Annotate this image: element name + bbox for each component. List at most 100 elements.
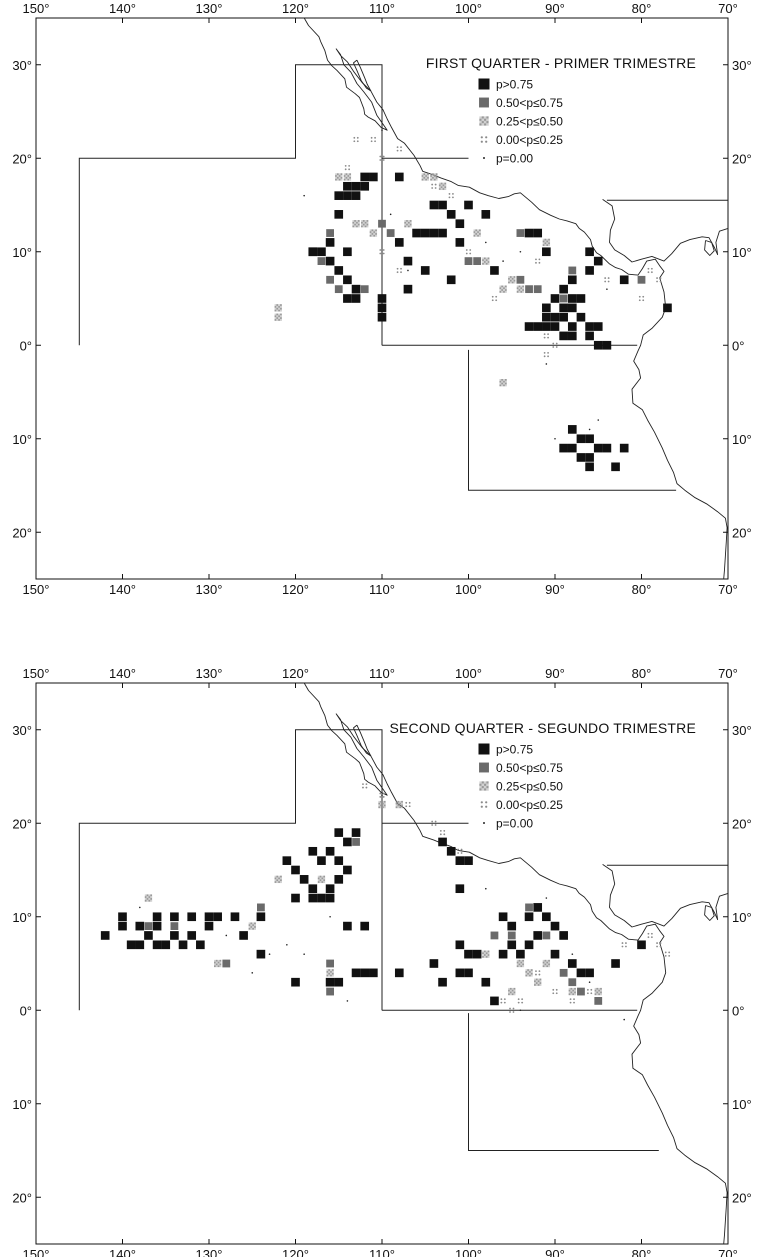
cell-m5075	[464, 257, 473, 265]
cell-gt075	[585, 247, 594, 257]
cell-gt075	[567, 425, 577, 434]
cell-m0025	[396, 146, 402, 152]
cell-eq0	[588, 981, 591, 983]
cell-eq0	[519, 1009, 522, 1012]
cell-eq0	[389, 213, 392, 216]
cell-m2550	[499, 285, 507, 293]
cell-gt075	[170, 912, 179, 922]
cell-gt075	[334, 856, 344, 865]
cell-eq0	[485, 887, 487, 890]
cell-gt075	[394, 238, 404, 247]
cell-gt075	[585, 266, 594, 275]
cell-gt075	[533, 322, 543, 331]
cell-gt075	[334, 977, 344, 987]
cell-gt075	[524, 912, 534, 922]
cell-gt075	[343, 275, 352, 285]
coastline-baja-inner	[353, 724, 372, 757]
map-title: FIRST QUARTER - PRIMER TRIMESTRE	[426, 55, 696, 71]
lat-label-right: 0°	[732, 338, 744, 353]
cell-m5075	[334, 285, 343, 294]
legend-symbol-m5075	[479, 97, 489, 108]
lon-label-top: 150°	[23, 666, 50, 681]
cell-m5075	[326, 275, 334, 284]
lon-label-top: 140°	[109, 666, 136, 681]
cell-gt075	[550, 312, 560, 322]
cell-eq0	[597, 419, 600, 421]
cell-gt075	[213, 912, 222, 922]
cell-gt075	[343, 921, 352, 931]
lon-label-bottom: 100°	[455, 582, 482, 597]
cell-m0025	[517, 998, 524, 1004]
lon-label-top: 100°	[455, 1, 482, 16]
lat-label-right: 20°	[732, 525, 752, 540]
cell-gt075	[559, 284, 568, 294]
cell-gt075	[576, 312, 586, 322]
map-panel-1: 150°150°140°140°130°130°120°120°110°110°…	[12, 1, 751, 597]
cell-gt075	[559, 931, 568, 940]
cell-m2550	[499, 379, 507, 387]
cell-gt075	[542, 247, 551, 257]
cell-gt075	[135, 921, 145, 931]
cell-m0025	[465, 249, 472, 255]
legend-symbol-m2550	[479, 116, 489, 126]
cell-gt075	[490, 266, 499, 275]
cell-m2550	[274, 875, 282, 884]
cell-m2550	[352, 220, 360, 228]
cell-gt075	[343, 247, 352, 257]
cell-m0025	[379, 249, 385, 255]
cell-gt075	[542, 312, 551, 322]
cell-gt075	[602, 443, 612, 453]
cell-gt075	[593, 256, 603, 266]
cell-gt075	[438, 977, 447, 987]
lon-label-bottom: 80°	[632, 1247, 652, 1257]
cell-m5075	[378, 219, 386, 228]
cell-eq0	[519, 250, 522, 253]
cell-m2550	[438, 182, 447, 191]
cell-m5075	[637, 275, 646, 284]
cell-gt075	[351, 191, 361, 200]
cell-gt075	[360, 172, 370, 182]
cell-gt075	[152, 912, 162, 922]
cell-m0025	[535, 970, 541, 976]
cell-gt075	[576, 968, 586, 978]
cell-gt075	[343, 294, 352, 303]
cell-gt075	[464, 200, 473, 210]
cell-m0025	[586, 988, 593, 995]
cell-m0025	[647, 932, 653, 939]
lat-label-left: 30°	[12, 723, 32, 738]
cell-gt075	[369, 968, 378, 978]
cell-gt075	[317, 893, 326, 903]
cell-eq0	[606, 288, 608, 290]
cell-m2550	[542, 238, 551, 247]
cell-gt075	[204, 921, 214, 931]
cell-gt075	[239, 931, 248, 940]
cell-m5075	[533, 285, 542, 294]
cell-gt075	[533, 228, 543, 238]
cell-gt075	[567, 294, 577, 303]
legend-label-gt075: p>0.75	[496, 78, 533, 92]
cell-m0025	[543, 351, 549, 358]
cell-gt075	[256, 949, 266, 959]
cell-gt075	[377, 294, 387, 303]
cell-gt075	[377, 312, 387, 322]
cell-m2550	[594, 987, 602, 996]
cell-m0025	[362, 783, 368, 789]
lat-label-left: 20°	[12, 151, 32, 166]
lat-label-right: 0°	[732, 1003, 744, 1018]
legend-symbol-eq0	[483, 157, 485, 159]
cell-m0025	[396, 267, 402, 274]
cell-gt075	[472, 949, 482, 959]
lon-label-bottom: 150°	[23, 1247, 50, 1257]
cell-eq0	[588, 428, 591, 431]
cell-gt075	[585, 453, 594, 462]
cell-gt075	[567, 303, 577, 313]
cell-eq0	[251, 972, 254, 974]
lat-label-right: 20°	[732, 151, 752, 166]
lon-label-top: 130°	[196, 1, 223, 16]
lat-label-left: 20°	[12, 816, 32, 831]
cell-gt075	[343, 837, 352, 847]
map-title: SECOND QUARTER - SEGUNDO TRIMESTRE	[389, 720, 696, 736]
cell-eq0	[554, 437, 556, 440]
cell-m0025	[664, 951, 671, 957]
cell-gt075	[455, 856, 465, 865]
